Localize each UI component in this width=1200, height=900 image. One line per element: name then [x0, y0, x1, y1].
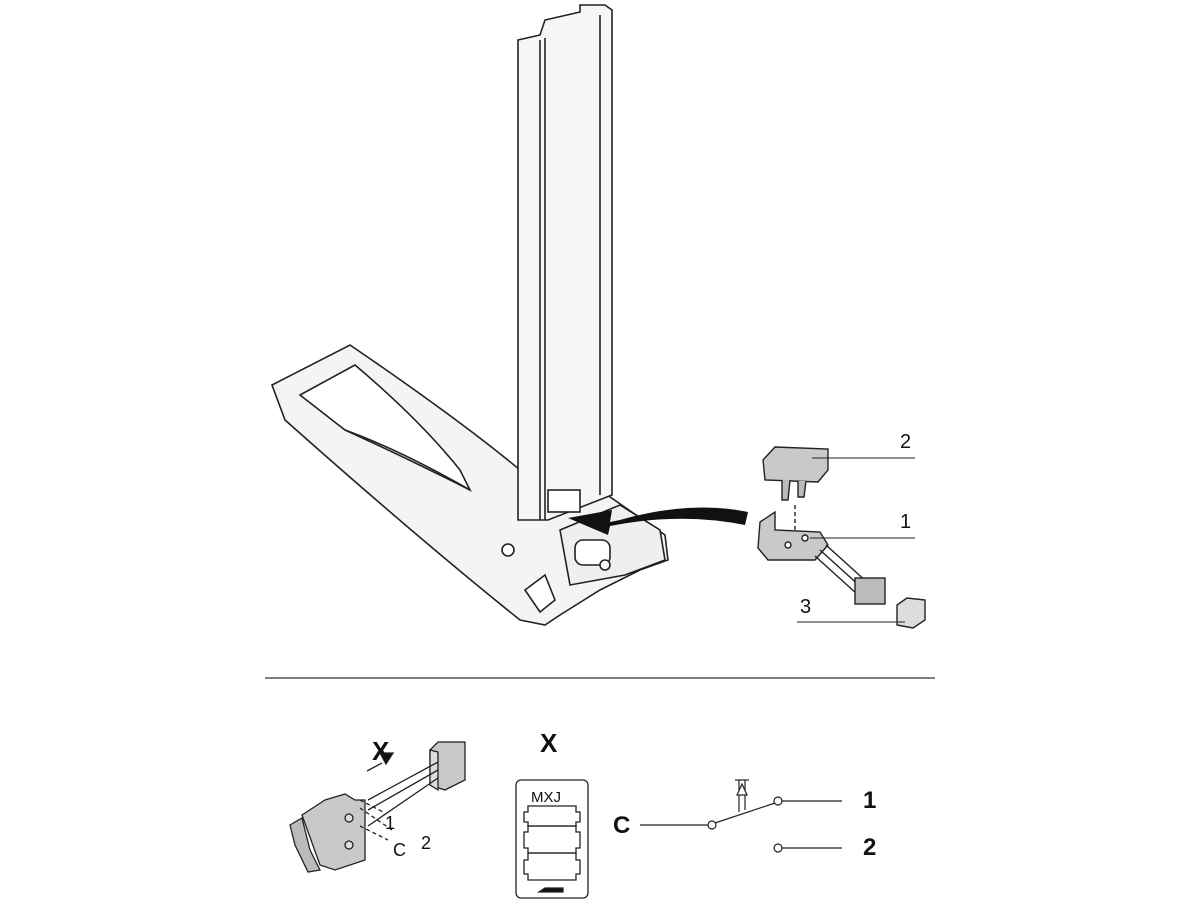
- schematic-label-c: C: [613, 812, 630, 839]
- callout-lines: [797, 457, 915, 623]
- insert-arrow: [568, 507, 748, 535]
- callout-1: 1: [900, 511, 911, 533]
- callout-2: 2: [900, 431, 911, 453]
- pin-label-c: C: [393, 840, 406, 860]
- vertical-column: [517, 4, 666, 586]
- pin-label-1: 1: [385, 813, 395, 833]
- schematic-label-1: 1: [863, 787, 876, 814]
- connector-face: [515, 779, 589, 899]
- pin-label-2: 2: [421, 833, 431, 853]
- detail-switch: [289, 741, 466, 873]
- pin-one-marker: [536, 887, 564, 893]
- callout-3: 3: [800, 596, 811, 618]
- switch-schematic: [640, 779, 842, 853]
- part-cap: [762, 446, 829, 530]
- part-microswitch: [757, 510, 926, 629]
- view-label-x-2: X: [540, 728, 558, 758]
- schematic-label-2: 2: [863, 834, 876, 861]
- view-label-x: X: [372, 736, 390, 766]
- connector-label: MXJ: [531, 789, 561, 806]
